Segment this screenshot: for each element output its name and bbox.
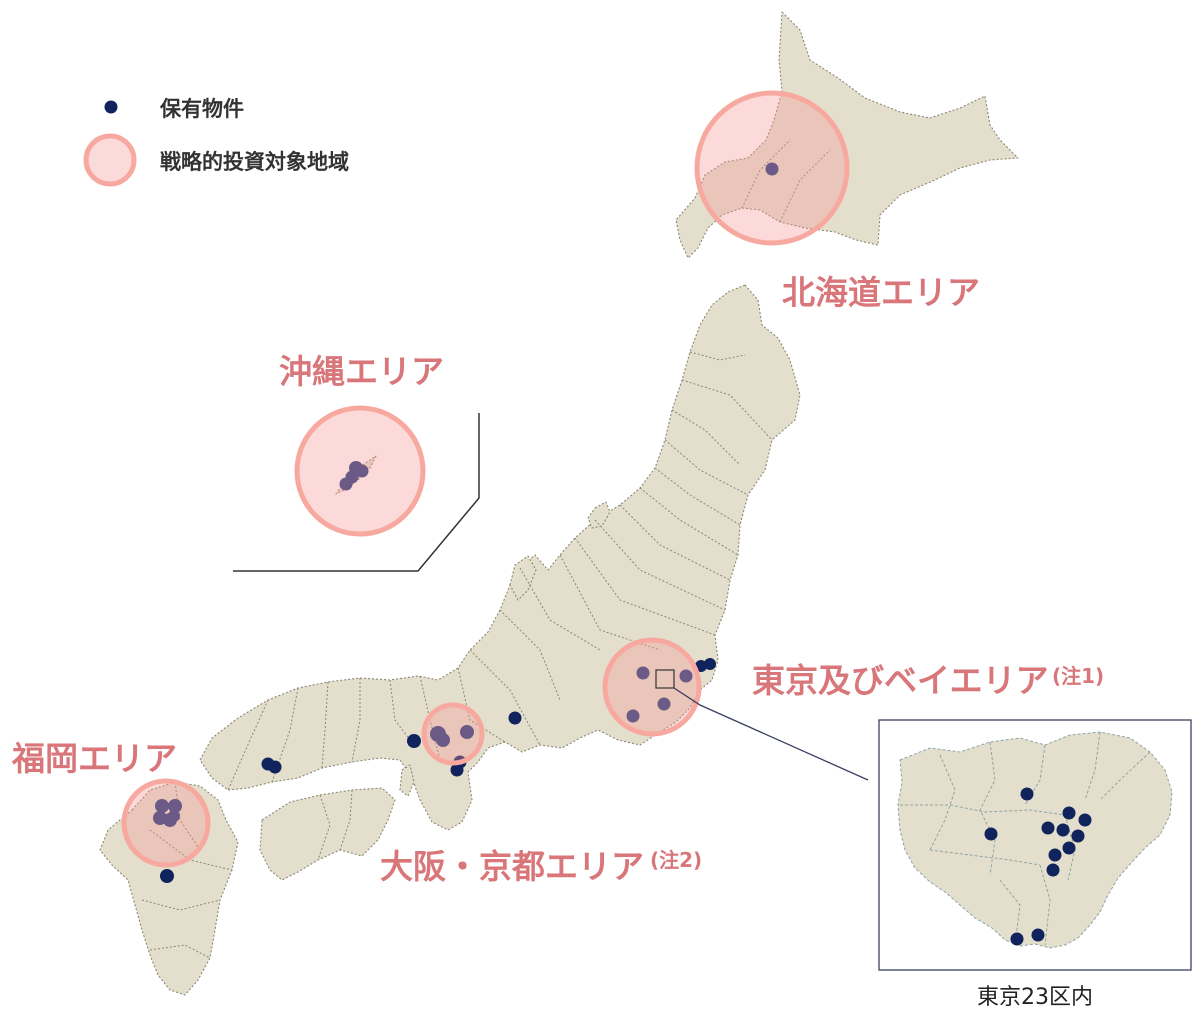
- property-dot: [407, 734, 421, 748]
- property-dot: [1048, 848, 1062, 862]
- tokyo-wards-landmass: [897, 731, 1173, 949]
- tokyo-inset-caption: 東京23区内: [977, 985, 1093, 1010]
- shikoku-island: [259, 787, 396, 881]
- property-dot: [984, 827, 998, 841]
- property-dot: [636, 666, 650, 680]
- property-dot: [1046, 863, 1060, 877]
- property-dot: [168, 799, 182, 813]
- ring-osaka-kyoto: [421, 702, 485, 766]
- awaji-island: [399, 764, 415, 797]
- property-dot: [1062, 841, 1076, 855]
- area-labels: 北海道エリア 沖縄エリア 東京及びベイエリア (注1) 福岡エリア 大阪・京都エ…: [11, 273, 1104, 886]
- label-hokkaido: 北海道エリア: [782, 273, 980, 312]
- tokyo-inset: 東京23区内: [878, 719, 1192, 1010]
- property-dot: [155, 799, 169, 813]
- honshu-island: [199, 284, 801, 831]
- property-dot: [460, 725, 474, 739]
- property-dots: [160, 658, 716, 883]
- property-dot: [450, 763, 464, 777]
- label-tokyo: 東京及びベイエリア: [752, 661, 1049, 700]
- legend: 保有物件 戦略的投資対象地域: [83, 97, 349, 187]
- label-fukuoka: 福岡エリア: [11, 739, 177, 778]
- property-dot: [1041, 821, 1055, 835]
- property-dot: [160, 869, 174, 883]
- legend-property-label: 保有物件: [159, 97, 244, 121]
- label-osaka-kyoto: 大阪・京都エリア: [380, 847, 644, 886]
- property-dot: [626, 709, 640, 723]
- property-dot: [1062, 806, 1076, 820]
- kyushu-island: [99, 781, 239, 996]
- property-dots-in-rings: [153, 162, 779, 827]
- property-dot: [657, 697, 671, 711]
- tokyo-23-ward-marker: [655, 669, 675, 689]
- legend-strategic-ring: [83, 133, 137, 187]
- okinawa-inset-frame: [233, 413, 480, 572]
- property-dot: [704, 658, 716, 670]
- property-dot: [1031, 928, 1045, 942]
- hokkaido-island: [675, 11, 1019, 259]
- inset-leader-line: [673, 687, 869, 781]
- property-dot: [1010, 932, 1024, 946]
- property-dot: [168, 810, 180, 822]
- label-okinawa: 沖縄エリア: [279, 352, 444, 391]
- property-dot: [355, 464, 369, 478]
- property-dot: [268, 760, 282, 774]
- label-tokyo-note: (注1): [1052, 664, 1104, 688]
- noto-peninsula: [509, 555, 537, 601]
- property-dot: [508, 711, 522, 725]
- property-dot: [1078, 813, 1092, 827]
- property-dot: [765, 162, 779, 176]
- legend-property-dot: [104, 100, 118, 114]
- property-dot: [1056, 823, 1070, 837]
- property-dot: [1071, 829, 1085, 843]
- prefecture-borders: [141, 139, 831, 959]
- label-osaka-kyoto-note: (注2): [650, 848, 702, 872]
- sado-island: [587, 501, 611, 529]
- property-dot: [1020, 787, 1034, 801]
- property-dot: [436, 733, 450, 747]
- legend-strategic-label: 戦略的投資対象地域: [160, 150, 349, 174]
- property-dot: [339, 477, 353, 491]
- property-dot: [679, 669, 693, 683]
- ring-tokyo: [602, 637, 702, 737]
